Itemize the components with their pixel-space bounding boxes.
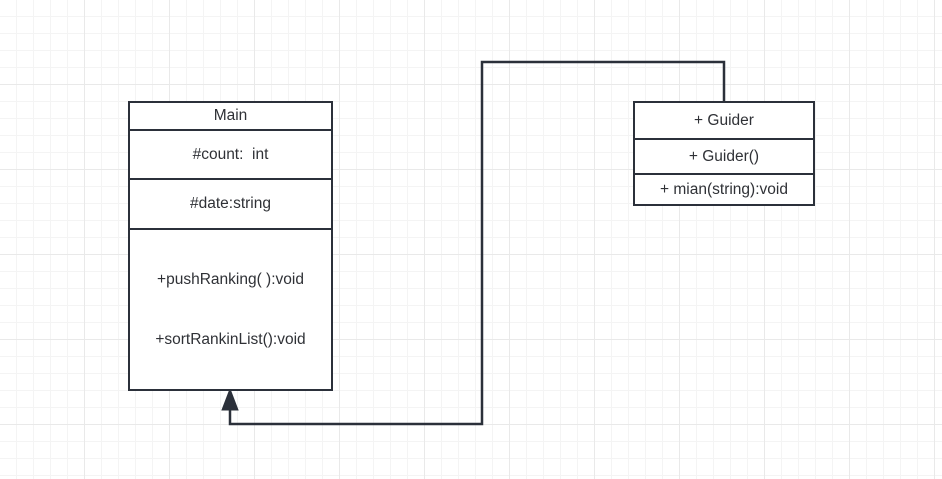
- class-main-operations: +pushRanking( ):void +sortRankinList():v…: [130, 228, 331, 389]
- class-main-operation-sortrankinlist: +sortRankinList():void: [155, 330, 306, 348]
- class-main-attribute-count: #count: int: [130, 129, 331, 178]
- class-guider-constructor: + Guider(): [635, 138, 813, 173]
- uml-class-main[interactable]: Main #count: int #date:string +pushRanki…: [128, 101, 333, 391]
- class-guider-name: + Guider: [694, 111, 754, 129]
- class-main-attribute-date: #date:string: [130, 178, 331, 228]
- arrowhead-filled-triangle-icon: [221, 387, 239, 411]
- class-main-name: Main: [213, 107, 248, 125]
- class-main-operations-list: +pushRanking( ):void +sortRankinList():v…: [155, 230, 305, 389]
- class-main-operation-pushranking: +pushRanking( ):void: [157, 271, 304, 289]
- class-guider-operation-mian: + mian(string):void: [635, 173, 813, 204]
- uml-class-guider[interactable]: + Guider + Guider() + mian(string):void: [633, 101, 815, 206]
